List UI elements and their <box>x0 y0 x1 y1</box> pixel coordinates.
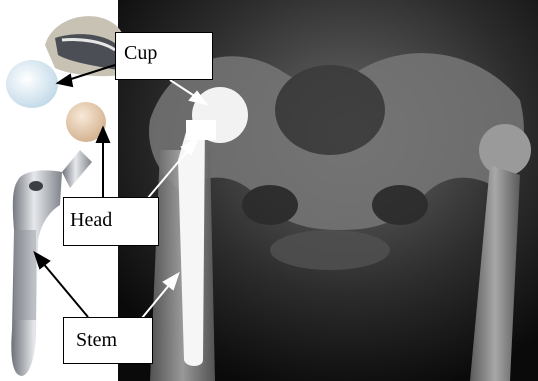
cup-label: Cup <box>115 32 213 80</box>
head-label-text: Head <box>70 209 112 231</box>
cup-liner-photo <box>6 60 58 108</box>
stem-label-text: Stem <box>76 329 117 351</box>
stem-label: Stem <box>63 317 153 364</box>
head-label: Head <box>63 197 159 246</box>
cup-label-text: Cup <box>124 42 157 64</box>
